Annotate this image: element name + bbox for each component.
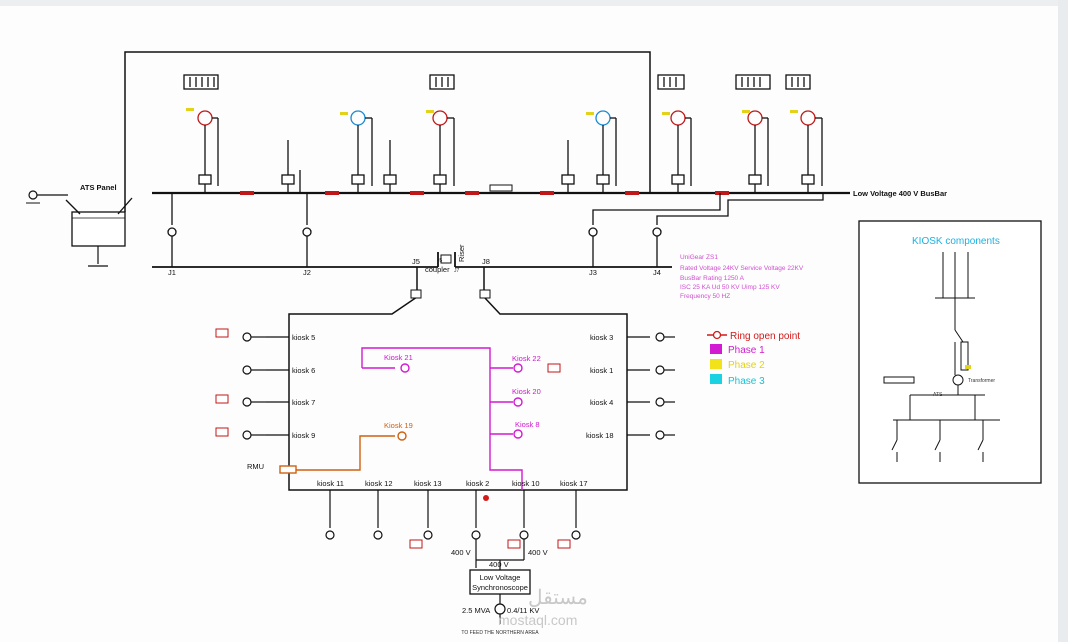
phase1-subring: [361, 347, 523, 490]
kiosk-components-panel: KIOSK components: [858, 220, 1042, 484]
legend: Ring open point Phase 1 Phase 2 Phase 3: [707, 330, 800, 387]
junction-j3: J3: [589, 268, 597, 277]
kiosk-20-label: Kiosk 20: [512, 387, 541, 396]
voltage-right: 400 V: [528, 548, 548, 557]
kiosk-1-label: kiosk 1: [590, 366, 613, 375]
rmu-label: RMU: [247, 462, 264, 471]
kiosk-19-feeder: [279, 431, 407, 474]
kiosk-8-label: Kiosk 8: [515, 420, 540, 429]
coupler-label: coupler: [425, 265, 450, 274]
busbar-drops: [167, 193, 824, 267]
junction-j2: J2: [303, 268, 311, 277]
legend-swatch-phase2: [710, 359, 722, 369]
kiosk-5-label: kiosk 5: [292, 333, 315, 342]
transformer-kv: 0.4/11 KV: [507, 606, 539, 615]
junction-j7: J7: [454, 268, 460, 274]
watermark-arabic: مستقل: [528, 587, 588, 609]
kiosk-18-label: kiosk 18: [586, 431, 614, 440]
specs-block: UniGear ZS1 Rated Voltage 24KV Service V…: [680, 254, 804, 300]
main-busbar: Low Voltage 400 V BusBar: [152, 184, 947, 198]
legend-swatch-phase3: [710, 374, 722, 384]
legend-phase2: Phase 2: [728, 360, 765, 371]
synchronoscope: Low Voltage Synchronoscope: [469, 569, 531, 624]
kiosk-2-label: kiosk 2: [466, 479, 489, 488]
kiosk-19-label: Kiosk 19: [384, 421, 413, 430]
right-kiosk-taps: [627, 332, 675, 440]
legend-ring-open: Ring open point: [730, 331, 800, 342]
sync-line-2: Synchronoscope: [472, 583, 528, 592]
ring-main: [288, 267, 628, 491]
ats-panel-label: ATS Panel: [80, 183, 117, 192]
left-kiosk-breakers: [215, 328, 229, 437]
voltage-left: 400 V: [451, 548, 471, 557]
kiosk-10-label: kiosk 10: [512, 479, 540, 488]
junction-j4: J4: [653, 268, 661, 277]
kiosk-17-label: kiosk 17: [560, 479, 588, 488]
kiosk-3-label: kiosk 3: [590, 333, 613, 342]
spec-line-2: Rated Voltage 24KV Service Voltage 22KV: [680, 265, 804, 272]
feeder-group: [183, 74, 823, 193]
ats-panel: ATS Panel: [26, 183, 133, 267]
left-kiosk-taps: [242, 332, 289, 440]
legend-phase3: Phase 3: [728, 376, 765, 387]
spec-line-3: BusBar Rating 1250 A: [680, 275, 745, 282]
panel-title: KIOSK components: [912, 236, 1000, 247]
busbar-label: Low Voltage 400 V BusBar: [853, 189, 947, 198]
riser-label: Riser: [457, 244, 466, 262]
spec-line-5: Frequency 50 HZ: [680, 293, 730, 300]
junction-j8: J8: [482, 257, 490, 266]
voltage-mid: 400 V: [489, 560, 509, 569]
top-strip: [0, 0, 1068, 6]
kiosk-11-label: kiosk 11: [317, 479, 344, 488]
ats-feeder-loop: [124, 51, 651, 212]
kiosk-12-label: kiosk 12: [365, 479, 393, 488]
ring-open-point-marker: [483, 495, 489, 501]
watermark-latin: mostaql.com: [498, 612, 577, 628]
spec-line-4: ISC 25 KA Ud 50 KV Uimp 125 KV: [680, 284, 780, 291]
bottom-kiosk-drops: [325, 490, 581, 570]
phase-markers: [186, 108, 798, 115]
kiosk-6-label: kiosk 6: [292, 366, 315, 375]
sync-line-1: Low Voltage: [480, 573, 521, 582]
kiosk-22-breaker: [547, 363, 561, 373]
lower-bus: [152, 252, 672, 268]
junction-j5: J5: [412, 257, 420, 266]
panel-ats-label: ATS: [933, 392, 943, 398]
kiosk-9-label: kiosk 9: [292, 431, 315, 440]
spec-line-1: UniGear ZS1: [680, 254, 718, 261]
junction-j1: J1: [168, 268, 176, 277]
legend-swatch-phase1: [710, 344, 722, 354]
junction-j5b: J5: [437, 258, 443, 264]
kiosk-13-label: kiosk 13: [414, 479, 442, 488]
legend-phase1: Phase 1: [728, 345, 765, 356]
bottom-kiosk-breakers: [409, 539, 571, 549]
transformer-mva: 2.5 MVA: [462, 606, 490, 615]
kiosk-4-label: kiosk 4: [590, 398, 613, 407]
feed-note: TO FEED THE NORTHERN AREA: [461, 630, 539, 636]
kiosk-22-label: Kiosk 22: [512, 354, 541, 363]
panel-transformer-label: Transformer: [968, 378, 995, 384]
right-strip: [1058, 0, 1068, 642]
kiosk-21-label: Kiosk 21: [384, 353, 413, 362]
kiosk-7-label: kiosk 7: [292, 398, 315, 407]
